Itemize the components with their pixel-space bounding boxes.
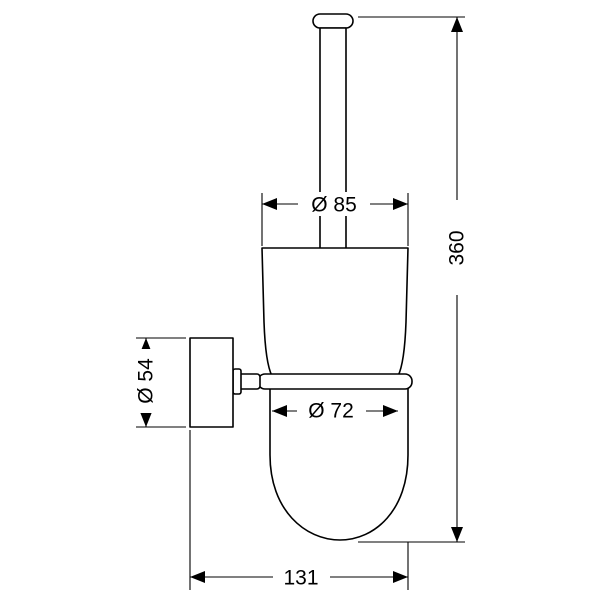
handle-shaft [319,27,347,251]
projection-dimension: 131 [189,430,409,590]
arm-collar [232,368,242,395]
arrow-up [451,17,463,32]
mount-diameter-dimension: Ø 54 [134,337,186,428]
mount-diameter-label: Ø 54 [135,358,158,404]
arrow-85-left [262,198,277,210]
cup-diameter-label: Ø 85 [311,194,357,217]
height-dimension: 360 [358,16,469,543]
arrow-85-right [393,198,408,210]
label-54-bg [134,349,158,413]
holder-ring [257,373,413,390]
handle-knob [312,13,354,29]
label-72-bg [299,399,364,423]
projection-label: 131 [283,567,318,590]
arrow-131-left [190,571,205,583]
arrow-54-down [140,412,152,427]
height-label: 360 [446,230,469,265]
arrow-72-right [383,405,398,417]
cup [261,247,409,377]
wall-mount [189,337,234,428]
brush-bowl [269,387,409,541]
arrow-down [451,527,463,542]
label-85-bg [300,192,368,216]
cup-diameter-dimension: Ø 85 [261,192,409,246]
holder-diameter-label: Ø 72 [308,400,354,423]
arrow-131-right [393,571,408,583]
holder-diameter-dimension: Ø 72 [272,399,398,423]
arrow-72-left [272,405,287,417]
